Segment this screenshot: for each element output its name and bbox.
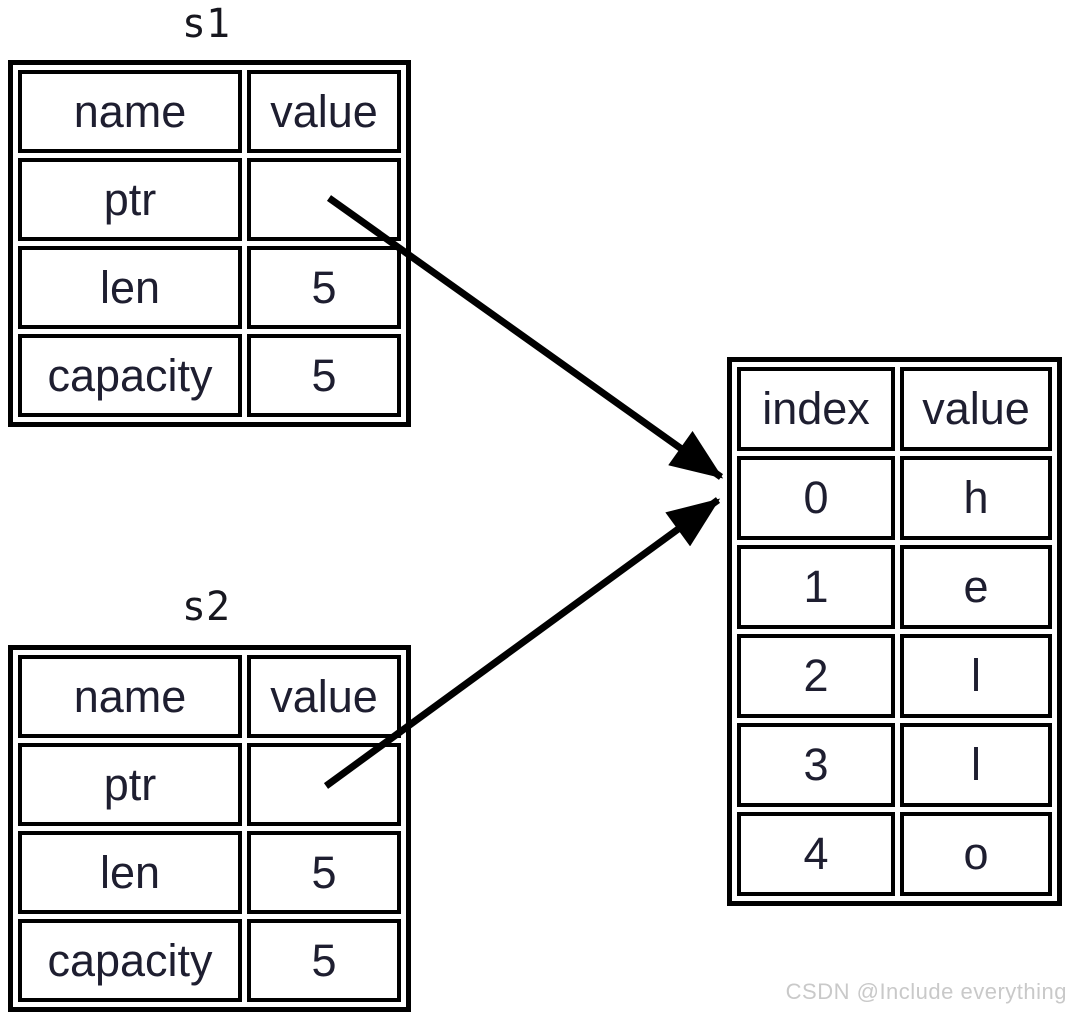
- s2-header-row: name value: [18, 655, 401, 738]
- s2-len-row: len 5: [18, 831, 401, 914]
- s2-capacity-value-cell: 5: [247, 919, 401, 1002]
- watermark: CSDN @Include everything: [785, 979, 1067, 1004]
- heap-row2-value-cell: l: [900, 634, 1052, 718]
- s1-label: s1: [181, 1, 231, 47]
- heap-row-0: 0 h: [737, 456, 1052, 540]
- s2-ptr-value-cell: [247, 743, 401, 826]
- s1-len-value-cell: 5: [247, 246, 401, 329]
- s2-header-value-cell: value: [247, 655, 401, 738]
- heap-row4-index-cell: 4: [737, 812, 895, 896]
- s1-capacity-row: capacity 5: [18, 334, 401, 417]
- heap-row4-value-cell: o: [900, 812, 1052, 896]
- s2-header-name-cell: name: [18, 655, 242, 738]
- s2-ptr-name-cell: ptr: [18, 743, 242, 826]
- s1-capacity-value-cell: 5: [247, 334, 401, 417]
- heap-header-value-cell: value: [900, 367, 1052, 451]
- s1-ptr-value-cell: [247, 158, 401, 241]
- s1-len-row: len 5: [18, 246, 401, 329]
- s1-header-name-cell: name: [18, 70, 242, 153]
- heap-row1-index-cell: 1: [737, 545, 895, 629]
- heap-row-4: 4 o: [737, 812, 1052, 896]
- heap-row-2: 2 l: [737, 634, 1052, 718]
- s2-ptr-row: ptr: [18, 743, 401, 826]
- heap-row1-value-cell: e: [900, 545, 1052, 629]
- s2-len-name-cell: len: [18, 831, 242, 914]
- s1-stack-table: name value ptr len 5 capacity 5: [8, 60, 411, 427]
- s1-ptr-name-cell: ptr: [18, 158, 242, 241]
- heap-row0-index-cell: 0: [737, 456, 895, 540]
- s2-stack-table: name value ptr len 5 capacity 5: [8, 645, 411, 1012]
- s2-capacity-name-cell: capacity: [18, 919, 242, 1002]
- s1-len-name-cell: len: [18, 246, 242, 329]
- s2-len-value-cell: 5: [247, 831, 401, 914]
- heap-buffer-table: index value 0 h 1 e 2 l 3 l 4 o: [727, 357, 1062, 906]
- heap-header-index-cell: index: [737, 367, 895, 451]
- s2-capacity-row: capacity 5: [18, 919, 401, 1002]
- s1-ptr-row: ptr: [18, 158, 401, 241]
- heap-row3-index-cell: 3: [737, 723, 895, 807]
- heap-row2-index-cell: 2: [737, 634, 895, 718]
- s1-header-value-cell: value: [247, 70, 401, 153]
- heap-header-row: index value: [737, 367, 1052, 451]
- heap-row-1: 1 e: [737, 545, 1052, 629]
- heap-row3-value-cell: l: [900, 723, 1052, 807]
- s1-capacity-name-cell: capacity: [18, 334, 242, 417]
- heap-row0-value-cell: h: [900, 456, 1052, 540]
- heap-row-3: 3 l: [737, 723, 1052, 807]
- s2-label: s2: [181, 584, 231, 630]
- s1-header-row: name value: [18, 70, 401, 153]
